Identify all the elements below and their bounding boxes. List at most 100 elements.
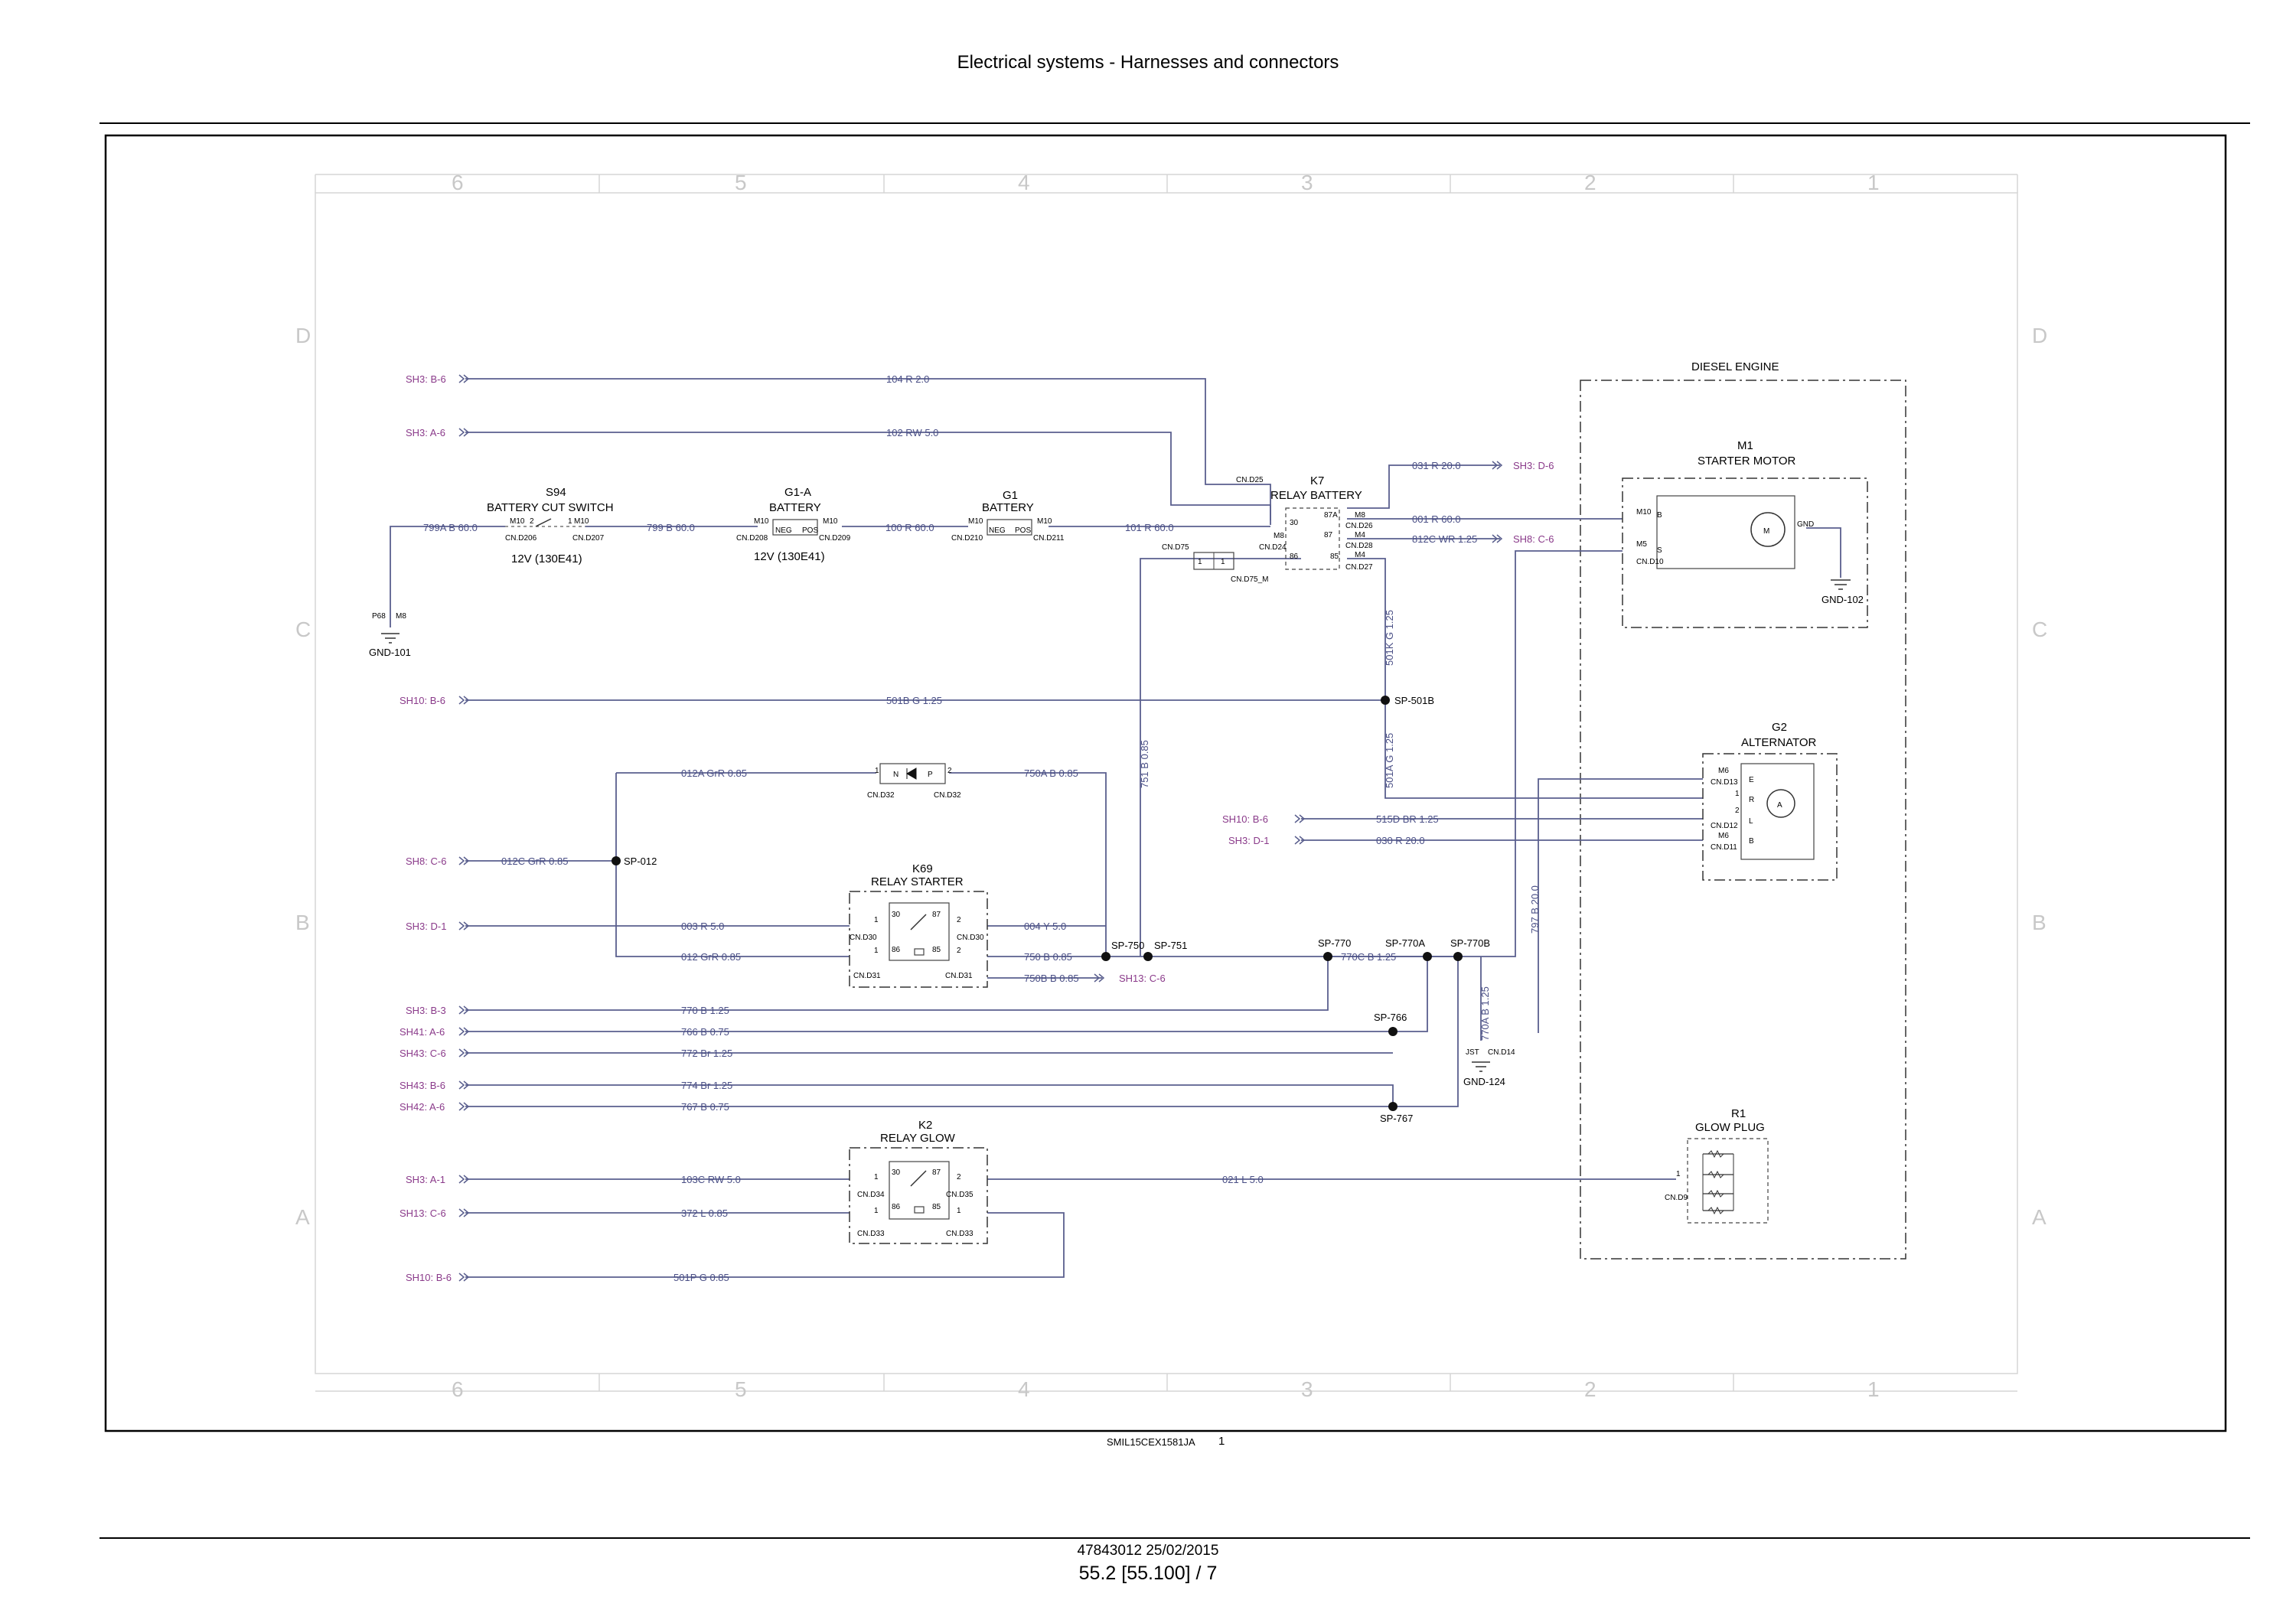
schematic-label: M4: [1355, 551, 1365, 559]
schematic-label: 1: [568, 517, 572, 526]
schematic-label: 86: [892, 1203, 901, 1211]
schematic-label: M10: [574, 517, 589, 526]
schematic-label: L: [1749, 817, 1753, 826]
schematic-label: P68: [372, 612, 386, 621]
schematic-label: CN.D28: [1345, 542, 1373, 550]
sheet-ref: SH13: C-6: [400, 1207, 446, 1219]
grid-row-label: D: [295, 324, 311, 347]
sheet-ref: SH10: B-6: [406, 1272, 452, 1283]
wire-label: 766 B 0.75: [681, 1026, 729, 1038]
grid-col-label: 5: [735, 1377, 747, 1401]
schematic-label: CN.D24: [1259, 543, 1287, 552]
schematic-label: G1: [1003, 489, 1018, 502]
s94-name: BATTERY CUT SWITCH: [487, 501, 614, 514]
grid-row-label: B: [2032, 911, 2047, 934]
wire-label: 100 R 60.0: [885, 522, 934, 533]
schematic-label: POS: [1015, 526, 1031, 535]
schematic-label: 85: [1330, 552, 1339, 561]
schematic-label: CN.D27: [1345, 563, 1373, 572]
grid-row-label: B: [295, 911, 310, 934]
wire-label: 372 L 0.85: [681, 1207, 728, 1219]
schematic-label: 85: [932, 946, 941, 954]
sheet-ref: SH43: B-6: [400, 1080, 445, 1091]
ground-gnd124: JST CN.D14 GND-124: [1463, 1048, 1515, 1087]
schematic-label: 2: [530, 517, 534, 526]
schematic-label: R: [1749, 796, 1754, 804]
document-id: 47843012 25/02/2015: [1077, 1543, 1219, 1559]
schematic-label: M10: [823, 517, 838, 526]
schematic-label: CN.D12: [1711, 822, 1738, 830]
schematic-label: CN.D32: [867, 791, 895, 800]
grid-col-label: 1: [1867, 1377, 1880, 1401]
sheet-ref: SH8: C-6: [1513, 533, 1554, 545]
wire-label: 770C B 1.25: [1341, 951, 1396, 963]
wire-label: 515D BR 1.25: [1376, 813, 1439, 825]
wire-label: 004 Y 5.0: [1024, 921, 1066, 932]
schematic-label: CN.D207: [572, 534, 605, 543]
wire-paths: [390, 378, 1841, 1278]
grid-row-label: D: [2032, 324, 2047, 347]
diesel-engine-boundary: [1580, 380, 1906, 1260]
schematic-label: GND: [1797, 520, 1814, 529]
page-number: 55.2 [55.100] / 7: [1078, 1563, 1218, 1584]
grid-col-label: 4: [1018, 171, 1030, 194]
schematic-label: 1: [1221, 558, 1225, 566]
ref-arrows: [458, 374, 1503, 1282]
schematic-label: M: [1763, 527, 1769, 536]
page-title: Electrical systems - Harnesses and conne…: [957, 52, 1339, 73]
wire-label: 001 R 60.0: [1412, 513, 1461, 525]
schematic-label: GND-102: [1821, 594, 1864, 605]
drawing-reference: SMIL15CEX1581JA: [1107, 1436, 1195, 1448]
wire-label: 501B G 1.25: [886, 695, 942, 706]
splice-label: SP-770B: [1450, 937, 1490, 949]
header-rule: [99, 122, 2250, 124]
schematic-label: RELAY GLOW: [880, 1132, 956, 1145]
wire-label: 104 R 2.0: [886, 373, 929, 385]
grid-col-label: 1: [1867, 171, 1880, 194]
splice-label: SP-770A: [1385, 937, 1425, 949]
schematic-label: CN.D75: [1162, 543, 1189, 552]
schematic-label: CN.D25: [1236, 476, 1264, 484]
schematic-label: CN.D9: [1665, 1194, 1688, 1202]
schematic-label: CN.D31: [945, 972, 973, 980]
splice-label: SP-767: [1380, 1113, 1413, 1124]
sheet-number: 1: [1218, 1435, 1225, 1448]
battery-g1: G1 BATTERY M10 M10 NEG POS CN.D210 CN.D2…: [951, 489, 1065, 543]
schematic-label: G1-A: [784, 486, 811, 499]
schematic-label: 30: [1290, 519, 1299, 527]
wire-label: 501P G 0.85: [673, 1272, 729, 1283]
diesel-engine-label: DIESEL ENGINE: [1691, 360, 1779, 373]
wire-label: 750A B 0.85: [1024, 768, 1078, 779]
schematic-label: 87: [932, 1168, 941, 1177]
schematic-label: 2: [957, 1173, 961, 1181]
schematic-label: 2: [957, 947, 961, 955]
sheet-ref: SH43: C-6: [400, 1048, 446, 1059]
grid-col-label: 3: [1301, 171, 1313, 194]
grid-col-label: 4: [1018, 1377, 1030, 1401]
schematic-label: CN.D210: [951, 534, 983, 543]
wire-label: 797 B 20.0: [1529, 885, 1541, 934]
schematic-label: 87A: [1324, 511, 1338, 520]
schematic-label: CN.D31: [853, 972, 881, 980]
sheet-ref: SH3: D-6: [1513, 460, 1554, 471]
schematic-label: 1: [875, 767, 879, 775]
schematic-label: K7: [1310, 474, 1324, 487]
wire-label: 751 B 0.85: [1139, 740, 1150, 788]
alternator-g2: G2 ALTERNATOR A M6 CN.D13 E 1 R 2 L CN.D…: [1702, 721, 1838, 881]
relay-glow-k2: K2 RELAY GLOW 30 87 86 85 1 1 2 1 CN.D34…: [849, 1119, 988, 1244]
wire-label: 799A B 60.0: [423, 522, 478, 533]
schematic-label: M8: [1355, 511, 1365, 520]
schematic-label: CN.D14: [1488, 1048, 1515, 1057]
wire-label: 003 R 5.0: [681, 921, 724, 932]
wire-label: 102 RW 5.0: [886, 427, 938, 438]
schematic-label: CN.D30: [957, 934, 984, 942]
schematic-label: M6: [1718, 832, 1729, 840]
sheet-ref: SH8: C-6: [406, 855, 446, 867]
schematic-label: M1: [1737, 439, 1753, 452]
sheet-refs: SH3: B-6 SH3: A-6 SH10: B-6 SH8: C-6 SH3…: [400, 373, 1554, 1283]
wire-label: 770 B 1.25: [681, 1005, 729, 1016]
grid-col-label: 3: [1301, 1377, 1313, 1401]
wire-label: 101 R 60.0: [1125, 522, 1174, 533]
schematic-label: 1: [874, 1207, 879, 1215]
